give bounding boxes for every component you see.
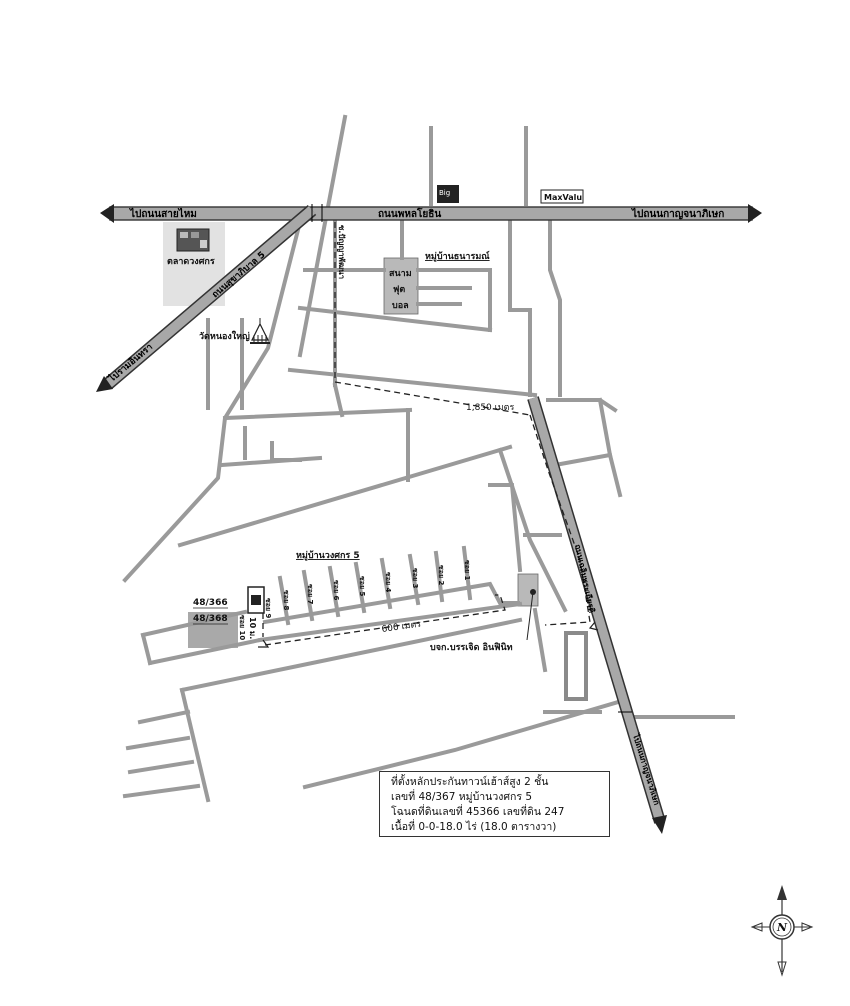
temple-icon: [250, 318, 270, 344]
soi6-label: ซอย 6: [332, 580, 340, 600]
info-line-3: โฉนดที่ดินเลขที่ 45366 เลขที่ดิน 247: [391, 806, 565, 818]
soi1-label: ซอย 1: [463, 560, 471, 580]
to-ram-intra-label: ไปรามอินทรา: [105, 341, 154, 385]
soi9-label: ซอย 9: [264, 598, 272, 618]
arrow-west-icon: [100, 204, 114, 223]
soi-road-label: ซ.ปัญญาพัฒนา: [336, 225, 346, 279]
maxvalu-label: MaxValu: [544, 193, 582, 202]
market-icon: [176, 228, 210, 252]
market-label: ตลาดวงศกร: [167, 257, 215, 267]
arrow-east-icon: [748, 204, 762, 223]
compass-north-label: N: [776, 921, 788, 934]
compass-icon: [750, 885, 814, 977]
temple-label: วัดหนองใหญ่: [199, 330, 250, 342]
village-thanarom-label: หมู่บ้านธนารมณ์: [425, 250, 490, 262]
major-roads: [96, 204, 762, 834]
soi10-label: ซอย 10: [238, 615, 246, 640]
soi2-label: ซอย 2: [437, 565, 445, 585]
maxvalu-sign: [540, 189, 584, 204]
distance-1850-label: 1,850 เมตร: [466, 403, 514, 413]
stadium-label-3: บอล: [392, 301, 409, 311]
property-info-box: ที่ตั้งหลักประกันทาวน์เฮ้าส์สูง 2 ชั้น เ…: [379, 771, 610, 837]
to-kanchanaphisek-label: ไปถนนกาญจนาภิเษก: [631, 207, 724, 220]
soi8-label: ซอย 8: [282, 590, 290, 610]
arrow-southwest-icon: [96, 376, 113, 392]
info-line-2: เลขที่ 48/367 หมู่บ้านวงศกร 5: [391, 791, 533, 803]
route-line: [258, 222, 599, 648]
distance-10-label: 10 ม.: [248, 617, 257, 639]
info-line-1: ที่ตั้งหลักประกันทาวน์เฮ้าส์สูง 2 ชั้น: [391, 776, 549, 788]
soi4-label: ซอย 4: [384, 572, 392, 592]
main-road-label: ถนนพหลโยธิน: [378, 207, 441, 220]
info-line-4: เนื้อที่ 0-0-18.0 ไร่ (18.0 ตารางวา): [391, 821, 557, 833]
secondary-roads: [122, 114, 735, 803]
bigc-icon: [437, 185, 459, 203]
soi7-label: ซอย 7: [306, 584, 314, 604]
bigc-label: Big: [439, 189, 450, 197]
soi5-label: ซอย 5: [358, 576, 366, 596]
plot-48-368-label: 48/368: [193, 614, 228, 624]
arrow-south-icon: [652, 815, 667, 834]
property-marker-icon: [247, 586, 265, 614]
village-wongsakorn-label: หมู่บ้านวงศกร 5: [296, 550, 360, 561]
village-road: [140, 581, 523, 666]
company-building: [517, 573, 539, 607]
soi3-label: ซอย 3: [411, 568, 419, 588]
to-sai-mai-label: ไปถนนสายไหม: [129, 207, 197, 220]
plot-48-366-label: 48/366: [193, 598, 228, 608]
stadium-label-2: ฟุต: [393, 284, 405, 295]
football-field: [383, 257, 419, 315]
company-label: บจก.บรรเจิด อินฟินิท: [430, 642, 513, 653]
stadium-label-1: สนาม: [389, 269, 412, 279]
